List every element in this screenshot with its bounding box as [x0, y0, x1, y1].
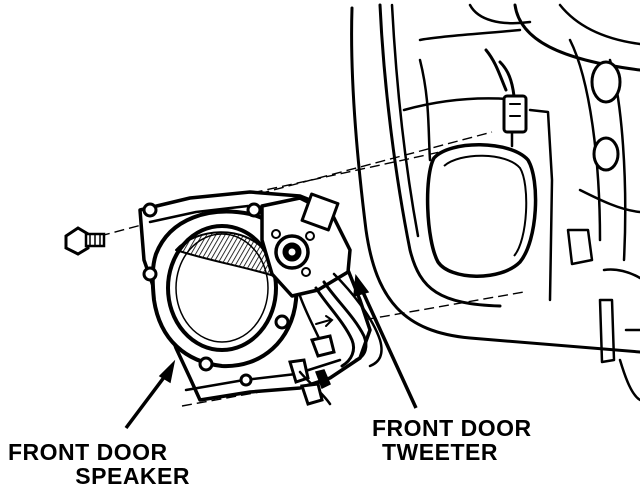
door-speaker-opening [425, 143, 538, 278]
speaker-label-line1: FRONT DOOR [8, 439, 168, 465]
tweeter-label-line2: TWEETER [382, 439, 498, 465]
front-door-speaker [150, 209, 299, 369]
door-hole-mid [592, 136, 620, 172]
mounting-screw [64, 226, 106, 256]
door-wiring-connector [484, 48, 528, 148]
bracket-bolts [142, 202, 290, 387]
tweeter-label-line1: FRONT DOOR [372, 415, 532, 441]
tweeter-callout-arrow [353, 274, 418, 409]
tweeter-label: FRONT DOOR TWEETER [372, 416, 572, 464]
door-hole-upper [590, 60, 622, 104]
speaker-label-line2: SPEAKER [75, 463, 190, 489]
speaker-label: FRONT DOOR SPEAKER [8, 440, 198, 488]
tweeter-wiring [288, 272, 383, 406]
speaker-callout-arrow [124, 359, 176, 430]
front-door-tweeter [260, 192, 352, 298]
